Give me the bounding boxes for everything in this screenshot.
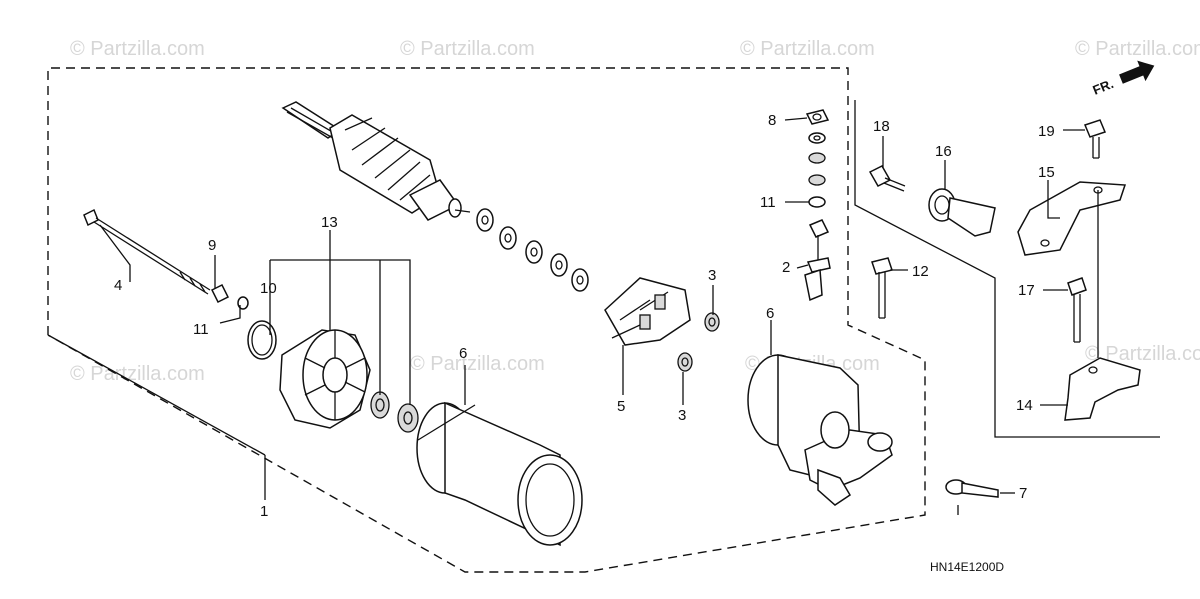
callout-labels: 1 2 3 3 4 5 6 6 7 8 9 10 11 11 12 13 14 … bbox=[114, 112, 1055, 520]
callout-15: 15 bbox=[1038, 164, 1055, 181]
bracket-boundary bbox=[854, 100, 1160, 438]
watermark: © Partzilla.com bbox=[400, 38, 535, 60]
callout-7: 7 bbox=[1019, 485, 1027, 502]
brush-holder bbox=[604, 277, 691, 346]
bracket-bolt bbox=[1067, 277, 1087, 343]
bearing bbox=[370, 391, 390, 419]
direction-label: FR. bbox=[1091, 76, 1116, 98]
callout-14: 14 bbox=[1016, 397, 1033, 414]
callout-6: 6 bbox=[766, 305, 774, 322]
bearing bbox=[397, 403, 419, 433]
terminal-bolt bbox=[804, 219, 831, 302]
clamp-bolt bbox=[868, 165, 906, 192]
watermark: © Partzilla.com bbox=[1085, 343, 1200, 365]
arrow-icon bbox=[1119, 60, 1155, 84]
end-cover bbox=[279, 329, 371, 429]
diagram-code: HN14E1200D bbox=[930, 560, 1004, 574]
callout-3: 3 bbox=[708, 267, 716, 284]
nut bbox=[210, 283, 230, 304]
callout-19: 19 bbox=[1038, 123, 1055, 140]
watermark: © Partzilla.com bbox=[70, 38, 205, 60]
assembly-boundary bbox=[47, 67, 926, 573]
callout-6: 6 bbox=[459, 345, 467, 362]
brush-spring bbox=[677, 352, 693, 372]
watermark: © Partzilla.com bbox=[410, 353, 545, 375]
callout-1: 1 bbox=[260, 503, 268, 520]
callout-5: 5 bbox=[617, 398, 625, 415]
through-bolt bbox=[83, 208, 211, 295]
callout-13: 13 bbox=[321, 214, 338, 231]
o-ring bbox=[247, 320, 277, 360]
bracket bbox=[1017, 181, 1127, 256]
watermark: © Partzilla.com bbox=[740, 38, 875, 60]
callout-8: 8 bbox=[768, 112, 776, 129]
callout-18: 18 bbox=[873, 118, 890, 135]
callout-9: 9 bbox=[208, 237, 216, 254]
armature bbox=[281, 101, 471, 221]
terminal-lug bbox=[945, 479, 999, 498]
callout-17: 17 bbox=[1018, 282, 1035, 299]
front-direction-arrow: FR. bbox=[1091, 60, 1155, 98]
bracket-bolt bbox=[1083, 119, 1107, 159]
watermark: © Partzilla.com bbox=[1075, 38, 1200, 60]
washer-stack bbox=[808, 132, 826, 208]
callout-12: 12 bbox=[912, 263, 929, 280]
washer-set bbox=[476, 208, 589, 292]
callout-16: 16 bbox=[935, 143, 952, 160]
callout-4: 4 bbox=[114, 277, 122, 294]
callout-10: 10 bbox=[260, 280, 277, 297]
brush-spring bbox=[704, 312, 720, 332]
mounting-bolt bbox=[871, 257, 893, 319]
callout-11: 11 bbox=[760, 194, 776, 211]
cable-clamp bbox=[928, 188, 996, 237]
callout-2: 2 bbox=[782, 259, 790, 276]
watermark: © Partzilla.com bbox=[70, 363, 205, 385]
nut bbox=[805, 109, 830, 125]
motor-case bbox=[416, 401, 583, 547]
leader-lines bbox=[47, 117, 1099, 515]
lower-bracket bbox=[1064, 357, 1141, 421]
solenoid-case bbox=[747, 354, 893, 506]
callout-11: 11 bbox=[193, 321, 209, 338]
callout-3: 3 bbox=[678, 407, 686, 424]
